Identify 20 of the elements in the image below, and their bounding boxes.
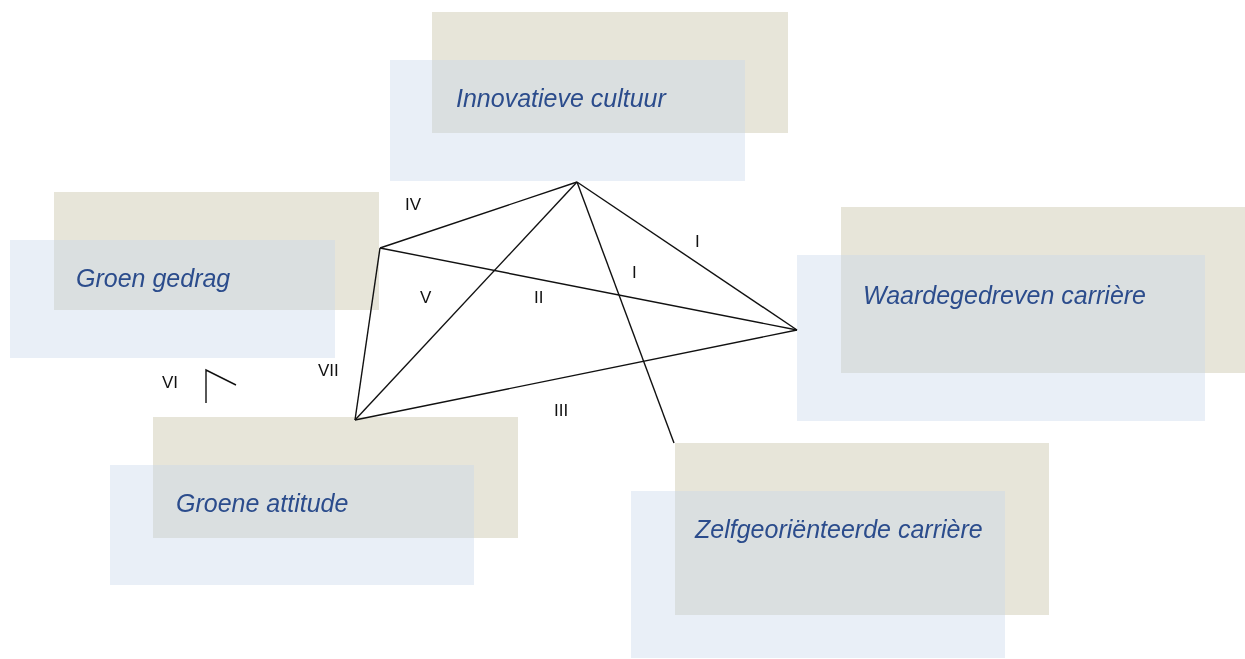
node-label: Groen gedrag [76, 263, 232, 294]
roman-numeral: I [632, 263, 637, 283]
node-label: Zelfgeoriënteerde carrière [695, 514, 984, 545]
node-label: Innovatieve cultuur [456, 83, 668, 114]
roman-numeral: VI [162, 373, 179, 393]
connector-line [354, 181, 578, 421]
roman-numeral: IV [405, 195, 422, 215]
connector-line [576, 181, 798, 331]
roman-numeral: III [554, 401, 569, 421]
roman-numeral: V [420, 288, 432, 308]
node-label: Groene attitude [176, 488, 350, 519]
connector-line [354, 329, 798, 421]
connector-line [576, 181, 675, 444]
connector-line [379, 181, 578, 249]
node-label: Waardegedreven carrière [863, 280, 1148, 311]
roman-numeral: VII [318, 361, 339, 381]
roman-numeral: I [695, 232, 700, 252]
roman-numeral: II [534, 288, 544, 308]
connector-line [379, 247, 798, 331]
connector-line [354, 247, 381, 421]
